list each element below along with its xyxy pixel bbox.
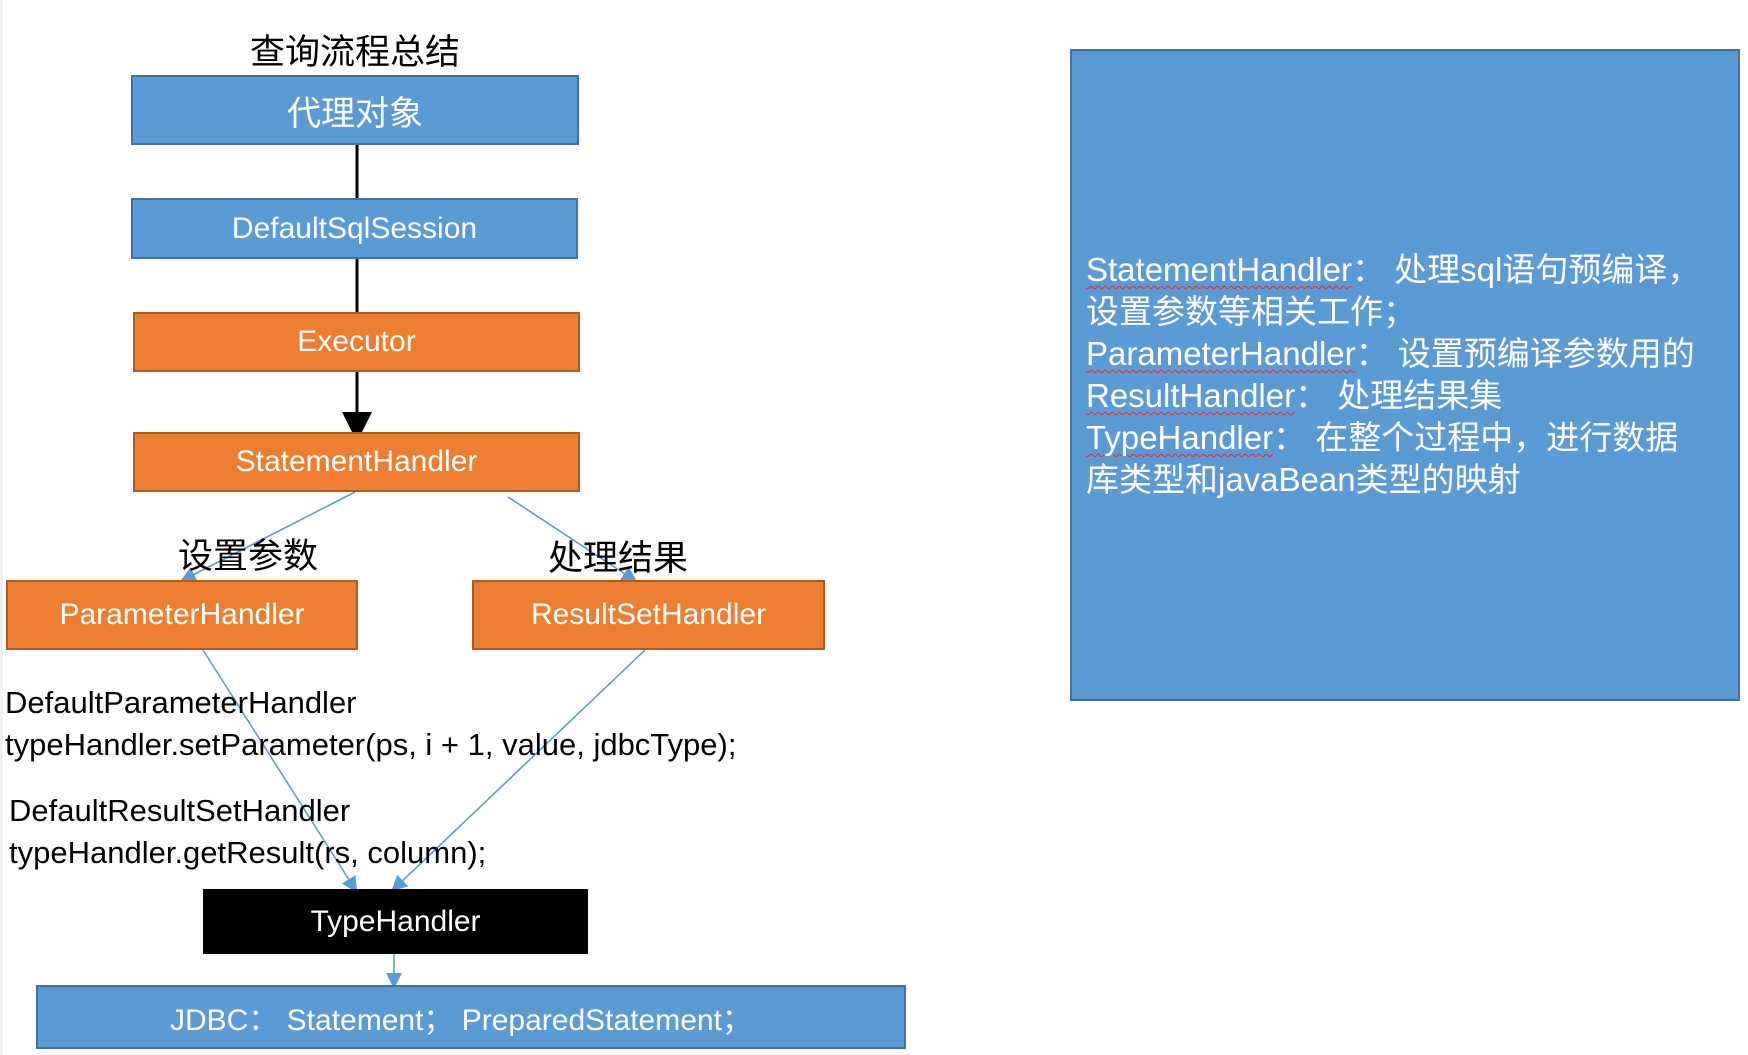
note-text: ： 设置预编译参数用的: [1355, 335, 1695, 372]
proxy-object-node: 代理对象: [131, 75, 579, 145]
note-text: 库类型和javaBean类型的映射: [1086, 461, 1521, 498]
note-term: ParameterHandler: [1086, 335, 1356, 372]
get-result-call: typeHandler.getResult(rs, column);: [9, 835, 487, 870]
jdbc-node: JDBC： Statement； PreparedStatement；: [36, 985, 906, 1049]
note-term: StatementHandler: [1086, 251, 1352, 288]
note-row: 库类型和javaBean类型的映射: [1086, 459, 1716, 501]
parameter-handler-node: ParameterHandler: [6, 580, 358, 650]
default-resultset-handler-label: DefaultResultSetHandler: [9, 793, 351, 828]
note-row: ParameterHandler： 设置预编译参数用的: [1086, 333, 1716, 375]
note-text: ： 处理结果集: [1295, 377, 1503, 414]
handle-results-label: 处理结果: [548, 539, 689, 578]
note-text: ： 在整个过程中，进行数据: [1273, 419, 1679, 456]
left-edge-divider: [0, 0, 3, 1055]
arrow-resultset-to-typehandler: [391, 649, 646, 892]
default-parameter-handler-label: DefaultParameterHandler: [5, 685, 357, 720]
statement-handler-node: StatementHandler: [133, 432, 580, 492]
resultset-handler-node: ResultSetHandler: [472, 580, 825, 650]
diagram-title: 查询流程总结: [250, 33, 461, 72]
arrow-statement-to-resultset: [507, 496, 638, 583]
default-sql-session-node: DefaultSqlSession: [131, 198, 578, 259]
set-parameters-label: 设置参数: [178, 537, 319, 576]
note-term: TypeHandler: [1086, 419, 1274, 456]
note-term: ResultHandler: [1086, 377, 1296, 414]
note-row: StatementHandler： 处理sql语句预编译，: [1086, 249, 1716, 291]
note-row: ResultHandler： 处理结果集: [1086, 375, 1716, 417]
note-row: 设置参数等相关工作；: [1086, 291, 1716, 333]
note-text: 设置参数等相关工作；: [1086, 293, 1416, 330]
explanation-note: StatementHandler： 处理sql语句预编译， 设置参数等相关工作；…: [1070, 49, 1740, 701]
set-parameter-call: typeHandler.setParameter(ps, i + 1, valu…: [5, 727, 737, 762]
executor-node: Executor: [133, 312, 580, 372]
arrow-parameter-to-typehandler: [202, 649, 358, 893]
note-row: TypeHandler： 在整个过程中，进行数据: [1086, 417, 1716, 459]
arrow-statement-to-parameter: [179, 491, 356, 582]
type-handler-node: TypeHandler: [203, 889, 588, 954]
note-text: ： 处理sql语句预编译，: [1351, 251, 1701, 288]
